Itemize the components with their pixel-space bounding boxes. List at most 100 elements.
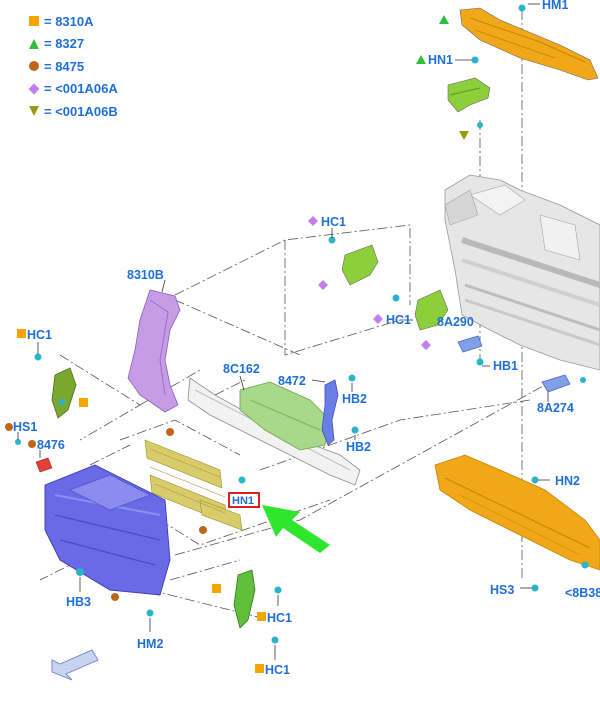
label-8c162: 8C162 xyxy=(223,362,260,376)
label-hb1: HB1 xyxy=(493,359,518,373)
part-markers xyxy=(5,15,469,673)
fastener-hb3 xyxy=(76,568,84,576)
orange-square-icon xyxy=(79,398,88,407)
brown-circle-icon xyxy=(199,526,207,534)
legend-label: = 8475 xyxy=(44,58,85,74)
label-8a274: 8A274 xyxy=(537,401,574,415)
lower-green-bracket xyxy=(233,569,256,629)
label-hc1-bottom1: HC1 xyxy=(267,611,292,625)
part-8472-blue-strip xyxy=(321,379,339,446)
brown-circle-icon xyxy=(111,593,119,601)
fastener-hs1 xyxy=(15,439,21,445)
green-pointer-arrow-icon xyxy=(262,505,330,553)
legend-item-8310a: = 8310A xyxy=(28,10,118,33)
orange-square-icon xyxy=(17,329,26,338)
label-hm1: HM1 xyxy=(542,0,568,12)
brown-circle-icon xyxy=(5,423,13,431)
brown-circle-icon xyxy=(166,428,174,436)
fastener-hn2 xyxy=(531,476,539,484)
purple-diamond-icon xyxy=(318,280,328,290)
legend-label: = <001A06A xyxy=(44,81,118,97)
upper-orange-shield xyxy=(459,7,599,81)
fastener-hs3 xyxy=(531,584,539,592)
part-8c162-green-panel xyxy=(239,381,331,451)
label-hn-highlighted: HN1 xyxy=(232,495,254,507)
yellow-grille-strips xyxy=(144,439,243,531)
fastener-hc1-bottom2 xyxy=(271,636,279,644)
legend-item-001a06a: = <001A06A xyxy=(28,78,118,101)
purple-diamond-icon xyxy=(373,314,383,324)
upper-green-bracket xyxy=(447,77,491,113)
green-triangle-icon xyxy=(439,15,449,24)
label-hc1-mid: HC1 xyxy=(386,313,411,327)
middle-green-bracket xyxy=(341,244,379,286)
label-8a290: 8A290 xyxy=(437,315,474,329)
leader-lines xyxy=(17,3,550,660)
fastener-hc1-left xyxy=(34,353,42,361)
fastener-left-bracket xyxy=(59,399,65,405)
radiator-support-assembly xyxy=(444,174,600,371)
fastener-hb2 xyxy=(348,374,356,382)
fastener-hb1 xyxy=(476,358,484,366)
fastener-hm2 xyxy=(146,609,154,617)
part-8310b-purple-deflector xyxy=(127,289,181,413)
label-8b38: <8B38 xyxy=(565,586,600,600)
legend-label: = <001A06B xyxy=(44,103,118,119)
highlighted-callout: HN1 xyxy=(228,492,260,508)
olive-triangle-down-icon xyxy=(29,106,39,117)
label-hn2: HN2 xyxy=(555,474,580,488)
fastener-8a274 xyxy=(580,377,586,383)
part-labels: HM1 HN1 HC1 HC1 HC1 8310B 8A290 HB1 8C16… xyxy=(13,0,600,677)
orange-square-icon xyxy=(257,612,266,621)
label-hc1-left: HC1 xyxy=(27,328,52,342)
label-hs3: HS3 xyxy=(490,583,514,597)
purple-diamond-icon xyxy=(421,340,431,350)
olive-triangle-down-icon xyxy=(459,131,469,140)
fastener-hc1 xyxy=(328,236,336,244)
label-hn1: HN1 xyxy=(428,53,453,67)
orange-square-icon xyxy=(212,584,221,593)
legend-item-001a06b: = <001A06B xyxy=(28,100,118,123)
label-hc1-top: HC1 xyxy=(321,215,346,229)
label-8472: 8472 xyxy=(278,374,306,388)
orange-square-icon xyxy=(255,664,264,673)
right-green-bracket xyxy=(414,289,449,331)
label-8310b: 8310B xyxy=(127,268,164,282)
label-hm2: HM2 xyxy=(137,637,163,651)
legend-label: = 8310A xyxy=(44,13,94,29)
red-clip-8476 xyxy=(35,457,53,473)
orientation-arrow-icon xyxy=(51,649,99,681)
fastener-hc1-bottom xyxy=(274,586,282,594)
fastener-hn xyxy=(238,476,246,484)
fastener-hb2-lower xyxy=(351,426,359,434)
label-hc1-bottom2: HC1 xyxy=(265,663,290,677)
legend: = 8310A = 8327 = 8475 = <001A06A = <001A… xyxy=(28,10,118,123)
fasteners xyxy=(15,4,589,644)
label-hb2-a: HB2 xyxy=(342,392,367,406)
purple-diamond-icon xyxy=(28,83,40,95)
fastener-hn1 xyxy=(471,56,479,64)
legend-item-8475: = 8475 xyxy=(28,55,118,78)
blue-air-guide-duct xyxy=(44,464,171,596)
green-triangle-icon xyxy=(416,55,426,64)
part-8a274-blue-bracket xyxy=(541,374,571,393)
green-triangle-icon xyxy=(29,38,39,49)
lower-orange-undertray xyxy=(434,454,600,571)
label-hb2-b: HB2 xyxy=(346,440,371,454)
label-8476: 8476 xyxy=(37,438,65,452)
fastener xyxy=(392,294,400,302)
label-hb3: HB3 xyxy=(66,595,91,609)
fastener-hm1 xyxy=(518,4,526,12)
brown-circle-icon xyxy=(29,61,39,72)
highlight-box xyxy=(228,492,260,508)
purple-diamond-icon xyxy=(308,216,318,226)
brown-circle-icon xyxy=(28,440,36,448)
legend-label: = 8327 xyxy=(44,36,85,52)
part-8a290-blue-bracket xyxy=(457,335,483,353)
fastener xyxy=(477,122,483,128)
orange-square-icon xyxy=(29,16,39,27)
left-green-bracket xyxy=(51,367,77,419)
fastener-8b38 xyxy=(581,561,589,569)
